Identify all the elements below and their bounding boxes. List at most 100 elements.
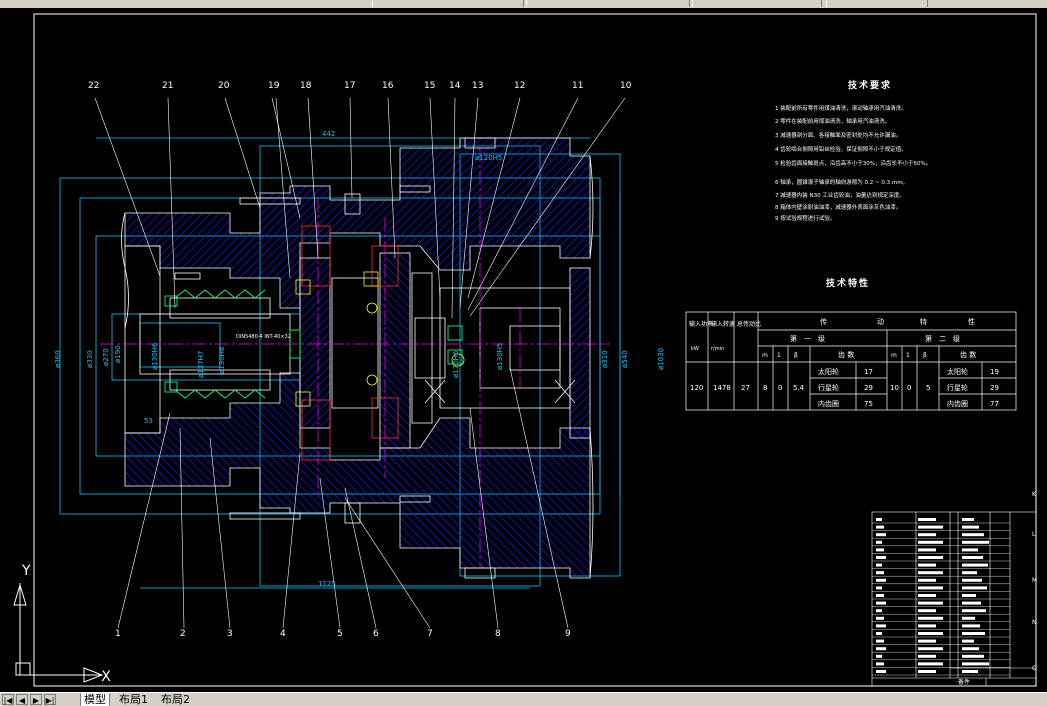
parts-row-mark <box>876 662 884 666</box>
border-letter: L <box>1032 531 1036 538</box>
parts-row-mark <box>876 670 886 673</box>
tech-req-item: 4 齿轮啮合侧隙用铅丝检验，保证侧隙不小于规定值。 <box>775 145 907 153</box>
parts-row-mark <box>918 624 936 628</box>
parts-row-mark <box>876 571 884 575</box>
dim-dia: ø360 <box>54 350 62 368</box>
tech-req-item: 5 检验齿面接触斑点，沿齿高不小于30%，沿齿长不小于50%。 <box>775 159 931 167</box>
spec-header: 特 <box>920 317 927 326</box>
last-tab-button[interactable]: ▶| <box>44 694 56 705</box>
balloon: 20 <box>218 81 230 91</box>
dim-dia: ø127H7 <box>197 351 205 378</box>
balloon: 21 <box>162 81 173 91</box>
spec-teeth-label: 齿 数 <box>960 350 976 359</box>
spec-col-speed: 输入转速 <box>711 320 735 328</box>
parts-row-mark <box>918 616 943 620</box>
spec-stage2: 第 二 级 <box>925 334 960 343</box>
toolbar-segment[interactable] <box>826 0 928 7</box>
tab-model[interactable]: 模型 <box>80 693 110 706</box>
parts-row-mark <box>918 571 943 575</box>
balloon: 4 <box>280 629 286 639</box>
tech-req-title: 技术要求 <box>848 79 892 91</box>
spec-s1: 8 <box>763 384 767 392</box>
parts-row-mark <box>918 647 943 651</box>
parts-row-mark <box>962 533 984 537</box>
tech-req-item: 6 轴承，圆锥滚子轴承的轴向游隙为 0.2 ~ 0.3 mm。 <box>775 178 908 186</box>
parts-row-mark <box>918 518 936 521</box>
model-space-canvas[interactable]: 22 21 20 19 18 17 16 15 14 13 12 11 10 1… <box>0 8 1047 692</box>
tech-requirements: 技术要求 1 装配前所有零件用煤油清洗，滚动轴承用汽油清洗。 2 零件在装配前用… <box>775 79 931 222</box>
tab-layout1[interactable]: 布局1 <box>119 693 148 706</box>
toolbar-segment[interactable] <box>692 0 822 7</box>
parts-row-mark <box>962 540 989 544</box>
parts-row-mark <box>918 654 936 658</box>
ucs-icon: Y X <box>13 563 111 685</box>
dim-dia: ø270 <box>102 348 110 366</box>
tech-req-item: 2 零件在装配前用煤油清洗，轴承用汽油清洗。 <box>775 117 890 125</box>
border-letter: K <box>1032 491 1037 498</box>
border-letter: N <box>1032 619 1037 626</box>
dim-dia: ø540 <box>621 350 629 368</box>
parts-row-mark <box>962 639 974 643</box>
next-tab-button[interactable]: ▶ <box>30 694 42 705</box>
parts-row-mark <box>918 594 936 597</box>
housing-section <box>121 137 594 579</box>
dim-53: 53 <box>144 417 153 425</box>
balloon: 6 <box>373 629 379 639</box>
spec-small-head: β <box>794 352 798 359</box>
parts-row-mark <box>962 563 988 567</box>
balloon: 12 <box>514 81 525 91</box>
dim-width-top: 442 <box>322 130 335 138</box>
dim-dia: ø170H6 <box>452 350 460 378</box>
border-letter: O <box>1032 665 1037 672</box>
tech-specs-table: 技术特性 输入功率 kW 输入转速 r/min 总传动比 <box>685 277 1017 411</box>
parts-row-mark <box>876 525 884 529</box>
spec-header: 动 <box>877 317 884 326</box>
parts-row-mark <box>918 586 943 590</box>
balloon: 15 <box>424 81 435 91</box>
spec-speed-value: 1478 <box>713 384 731 392</box>
balloon: 17 <box>344 81 355 91</box>
parts-row-mark <box>876 518 882 521</box>
prev-tab-button[interactable]: ◀ <box>16 694 28 705</box>
parts-row-mark <box>876 563 882 567</box>
title-block-label: 备件 <box>958 678 970 686</box>
tech-req-item: 7 减速器内装 N30 工业齿轮油，油量达到规定深度。 <box>775 191 905 199</box>
spec-stage1: 第 一 级 <box>790 334 825 343</box>
dim-dia: ø130H5 <box>496 343 504 370</box>
spec-gear-name: 内齿圈 <box>947 399 968 408</box>
leader-lines <box>94 97 626 629</box>
balloon-labels-bottom: 1 2 3 4 5 6 7 8 9 <box>115 629 571 639</box>
balloon-labels-top: 22 21 20 19 18 17 16 15 14 13 12 11 10 <box>88 81 632 91</box>
dim-width-bottom: 1125 <box>318 580 336 588</box>
tech-spec-title: 技术特性 <box>826 277 870 289</box>
ucs-y-label: Y <box>21 563 31 579</box>
ucs-x-label: X <box>101 669 111 685</box>
first-tab-button[interactable]: |◀ <box>2 694 14 705</box>
parts-row-mark <box>918 578 936 582</box>
spec-teeth-label: 齿 数 <box>838 350 854 359</box>
spec-col-power-unit: kW <box>691 346 699 352</box>
parts-row-mark <box>918 525 943 529</box>
toolbar-segment[interactable] <box>526 0 690 7</box>
balloon: 8 <box>495 629 501 639</box>
tab-layout2[interactable]: 布局2 <box>161 693 190 706</box>
spline-note: DIN5480-4 INT-40×32 <box>236 334 291 340</box>
parts-row-mark <box>962 624 980 628</box>
parts-row-mark <box>918 639 936 643</box>
spec-gear-name: 太阳轮 <box>818 367 839 376</box>
balloon: 10 <box>620 81 632 91</box>
cad-drawing[interactable]: 22 21 20 19 18 17 16 15 14 13 12 11 10 1… <box>0 8 1047 692</box>
center-lines <box>100 148 610 568</box>
balloon: 22 <box>88 81 99 91</box>
dim-dia: ø130H6 <box>218 346 226 374</box>
spec-small-head: β <box>923 352 927 359</box>
parts-row-mark <box>876 548 884 552</box>
toolbar-segment[interactable] <box>372 0 524 7</box>
spec-s1: 5.4 <box>793 384 805 392</box>
dim-dia: ø310 <box>601 350 609 368</box>
tech-req-item: 8 箱体内壁涂耐油油漆，减速器外表面涂灰色油漆。 <box>775 203 901 211</box>
spec-col-ratio: 总传动比 <box>737 320 761 328</box>
spec-gear-teeth: 77 <box>990 400 999 408</box>
parts-row-mark <box>918 601 943 605</box>
parts-row-mark <box>876 616 884 620</box>
